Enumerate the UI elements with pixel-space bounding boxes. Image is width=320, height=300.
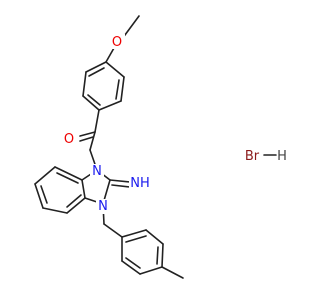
bond-benzo-e — [34, 166, 56, 185]
bond-ring1-c-inner — [87, 94, 101, 106]
atom-label-layer: O O N N NH Br H — [62, 34, 287, 214]
bond-ring3-a — [121, 229, 147, 238]
hydrogen-label: H — [277, 149, 287, 164]
bond-ring3-c — [161, 243, 164, 268]
ring-nitrogen-1-label: N — [92, 164, 102, 179]
bond-ring3-b — [145, 229, 164, 245]
bond-layer — [34, 15, 277, 279]
imine-nitrogen-label: NH — [130, 176, 150, 191]
bond-ring3-methyl — [161, 266, 184, 279]
methoxy-oxygen-label: O — [112, 35, 122, 50]
bond-carbonyl-O-1 — [79, 131, 96, 137]
bond-C2-imine-2 — [111, 184, 131, 188]
bond-ring1-a-inner — [88, 67, 105, 77]
bond-ring1-c — [82, 95, 100, 111]
bond-C2-imine-1 — [109, 179, 131, 183]
bond-ring1-f — [105, 61, 125, 78]
bond-carbonyl-CH2 — [89, 131, 96, 151]
bond-benzo-b — [66, 197, 86, 214]
bond-ring1-a — [85, 61, 107, 73]
bond-aryl-carbonyl — [94, 109, 100, 133]
bond-benzo-f-inner — [56, 172, 79, 184]
bond-O-aryl — [105, 47, 115, 63]
molecule-structure: O O N N NH Br H — [34, 15, 287, 279]
ring-nitrogen-3-label: N — [98, 199, 108, 214]
bond-carbonyl-O-2 — [79, 136, 94, 142]
carbonyl-oxygen-label: O — [64, 132, 74, 147]
bond-ring3-e-inner — [125, 257, 141, 269]
bond-benzo-d — [34, 183, 44, 209]
bond-benzo-b-inner — [66, 194, 82, 208]
bond-benzo-a — [81, 179, 86, 199]
bond-benzo-d-inner — [40, 185, 48, 204]
bond-CH2-aryl — [103, 223, 123, 238]
bromine-label: Br — [245, 149, 260, 164]
bond-ring1-e — [120, 76, 125, 102]
bond-ring3-c-inner — [156, 246, 159, 265]
bond-ring3-d — [139, 266, 163, 275]
bond-ring3-e — [121, 260, 141, 275]
bond-ring1-e-inner — [115, 79, 120, 100]
bond-benzo-f — [54, 166, 83, 181]
bond-ring1-d — [98, 100, 122, 111]
bond-benzo-c — [42, 207, 68, 214]
bond-ring1-b — [82, 71, 87, 97]
bond-ring3-a-inner — [125, 235, 147, 243]
